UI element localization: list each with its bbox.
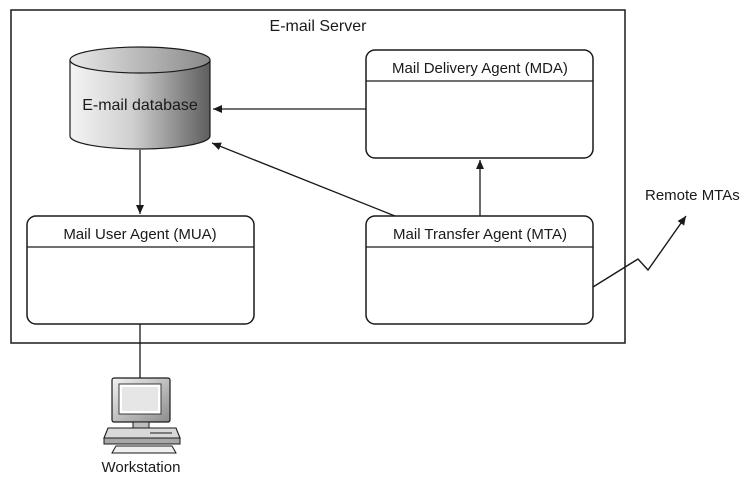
mta-box: Mail Transfer Agent (MTA) bbox=[365, 215, 594, 325]
database-top bbox=[69, 46, 211, 74]
email-database: E-mail database bbox=[69, 46, 211, 150]
mua-box: Mail User Agent (MUA) bbox=[26, 215, 255, 325]
remote-link-bolt bbox=[592, 215, 687, 288]
computer-icon bbox=[103, 377, 181, 454]
database-body bbox=[69, 59, 211, 150]
mua-title: Mail User Agent (MUA) bbox=[63, 226, 216, 243]
mda-title: Mail Delivery Agent (MDA) bbox=[392, 60, 568, 77]
mda-box: Mail Delivery Agent (MDA) bbox=[365, 49, 594, 159]
email-server-title: E-mail Server bbox=[270, 18, 368, 35]
arrow-mta-to-database bbox=[211, 142, 396, 217]
workstation-label: Workstation bbox=[102, 459, 181, 476]
database-label: E-mail database bbox=[82, 97, 198, 114]
remote-mtas-label: Remote MTAs bbox=[645, 187, 740, 204]
mta-title: Mail Transfer Agent (MTA) bbox=[393, 226, 567, 243]
